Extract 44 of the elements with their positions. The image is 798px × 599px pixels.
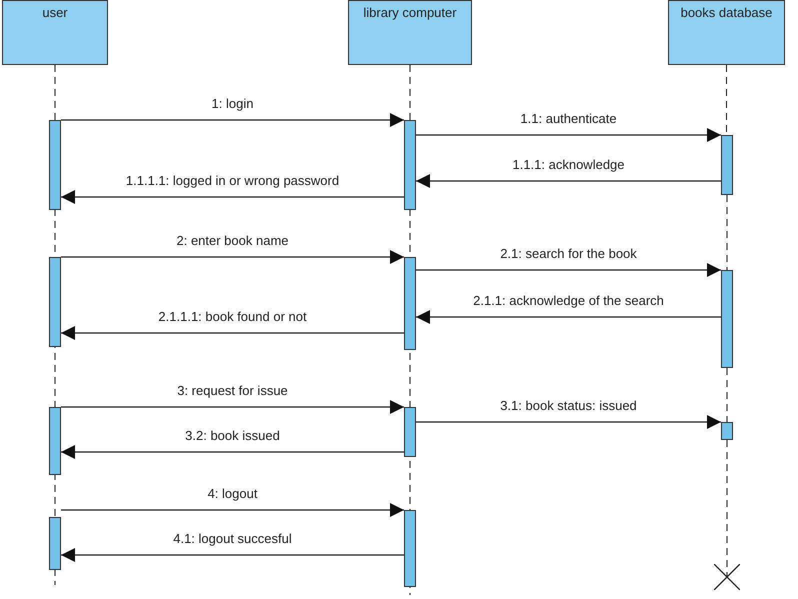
message-arrow [416,415,721,429]
activation-bar [404,407,416,457]
activation-bar [49,257,61,347]
message-arrow [61,400,404,414]
message-label: 2: enter book name [174,233,291,248]
message-arrow [61,190,404,204]
activation-bar [404,120,416,210]
message-arrow [61,445,404,459]
activation-bar [49,517,61,570]
message-label: 1.1: authenticate [518,111,619,126]
message-arrow [61,250,404,264]
message-label: 1.1.1: acknowledge [510,157,627,172]
message-label: 3.2: book issued [183,428,282,443]
message-arrow [61,548,404,562]
message-label: 2.1.1.1: book found or not [156,309,309,324]
message-label: 3.1: book status: issued [498,398,639,413]
message-arrow [416,263,721,277]
message-arrow [61,113,404,127]
message-label: 2.1: search for the book [498,246,639,261]
message-label: 4.1: logout succesful [171,531,294,546]
message-arrow [416,128,721,142]
message-arrow [61,503,404,517]
message-label: 3: request for issue [175,383,290,398]
activation-bar [404,257,416,350]
activation-bar [721,422,733,440]
lifeline-head-box: user [2,0,108,65]
lifeline-head-box: books database [668,0,785,65]
message-arrow [416,310,721,324]
lifeline-head-box: library computer [348,0,472,65]
destruction-mark [714,564,740,590]
lifeline [726,368,728,422]
message-label: 1: login [210,96,256,111]
lifeline [726,440,728,578]
message-arrow [61,326,404,340]
message-label: 2.1.1: acknowledge of the search [471,293,666,308]
activation-bar [49,120,61,210]
lifeline [726,194,728,270]
message-label: 4: logout [206,486,260,501]
activation-bar [49,407,61,475]
activation-bar [404,510,416,587]
message-label: 1.1.1.1: logged in or wrong password [124,173,342,188]
activation-bar [721,135,733,195]
activation-bar [721,270,733,368]
message-arrow [416,174,721,188]
